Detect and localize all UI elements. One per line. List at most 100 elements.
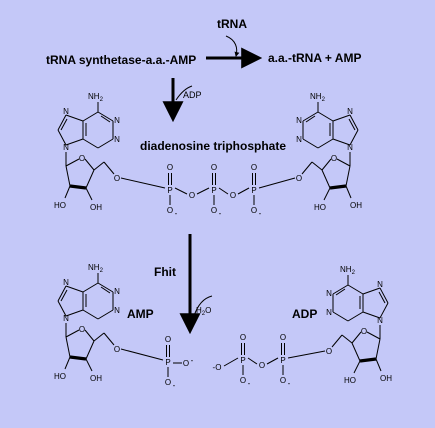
hydroxyl-label: HO <box>314 203 326 212</box>
bond <box>57 300 67 317</box>
bond <box>335 288 346 296</box>
ring-nitrogen-label: N <box>377 280 383 289</box>
amino-group-label: NH2 <box>88 263 104 274</box>
fhit-label: Fhit <box>154 265 176 279</box>
ring-nitrogen-label: N <box>63 314 69 323</box>
hydroxyl-label: OH <box>90 203 102 212</box>
bond <box>341 334 353 344</box>
ring-nitrogen-label: N <box>377 316 383 325</box>
phosphate-oxide-label: O <box>167 206 173 215</box>
bond <box>84 329 95 342</box>
adp-curved-arrow <box>175 85 193 101</box>
amp-phosphate: POO-O- <box>120 335 194 390</box>
bond <box>302 138 319 149</box>
bond <box>329 184 347 190</box>
bond <box>93 332 105 342</box>
ring-nitrogen-label: N <box>114 135 120 144</box>
bond <box>97 309 114 320</box>
bond <box>103 161 115 175</box>
bond <box>65 114 84 122</box>
phosphate-oxide-label: O <box>251 206 257 215</box>
charge-label: - <box>259 209 262 218</box>
bond <box>349 129 359 146</box>
bond <box>331 334 343 348</box>
bridge-oxygen-label: O <box>230 191 236 200</box>
ester-oxygen-label: O <box>296 174 302 183</box>
bond <box>332 311 349 322</box>
amino-group-label: NH2 <box>310 92 326 103</box>
bond <box>69 355 87 361</box>
terminal-oxide-label: -O <box>213 363 222 372</box>
bond <box>237 187 250 195</box>
charge-label: - <box>288 379 291 388</box>
bond <box>64 356 71 370</box>
bond <box>323 187 331 201</box>
bond <box>97 282 114 293</box>
bond <box>332 138 351 146</box>
product-label: a.a.-tRNA + AMP <box>268 51 361 65</box>
bond <box>82 111 99 122</box>
bond <box>218 187 229 195</box>
ring-nitrogen-label: N <box>63 278 69 287</box>
bond <box>348 118 356 131</box>
bond <box>82 282 99 293</box>
charge-label: - <box>191 356 194 365</box>
bond <box>336 158 351 167</box>
bond <box>258 177 296 189</box>
bond <box>317 138 334 149</box>
ring-nitrogen-label: N <box>296 135 302 144</box>
bond <box>223 357 239 367</box>
bond <box>120 348 164 361</box>
phosphate-oxide-label: O <box>280 376 286 385</box>
bond <box>196 187 210 195</box>
bond <box>347 284 364 295</box>
bond <box>266 357 279 365</box>
bond <box>332 284 349 295</box>
amino-group-label: NH2 <box>340 265 356 276</box>
hydroxyl-label: OH <box>350 201 362 210</box>
ester-oxygen-label: O <box>114 174 120 183</box>
bond <box>362 287 381 295</box>
bond <box>82 138 99 149</box>
bond <box>375 358 382 372</box>
ring-nitrogen-label: N <box>326 308 332 317</box>
bond <box>301 161 313 175</box>
phosphorus-label: P <box>280 356 285 365</box>
ring-nitrogen-label: N <box>63 107 69 116</box>
bond <box>65 285 84 293</box>
synthetase-label: tRNA synthetase-a.a.-AMP <box>46 53 196 67</box>
charge-label: - <box>175 209 178 218</box>
bond <box>349 114 359 131</box>
phosphate-oxide-label: O <box>211 206 217 215</box>
bond <box>120 177 166 189</box>
trna-label: tRNA <box>217 17 247 31</box>
ring-oxygen-label: O <box>79 154 85 163</box>
amp-label: AMP <box>127 307 154 321</box>
bond <box>60 118 68 131</box>
bond <box>60 289 68 302</box>
charge-label: - <box>173 381 176 390</box>
ring-nitrogen-label: N <box>347 107 353 116</box>
bond <box>93 161 105 171</box>
bond <box>65 309 84 317</box>
phosphorus-label: P <box>240 356 245 365</box>
bond <box>317 111 334 122</box>
water-curved-arrow <box>193 295 213 317</box>
hydroxyl-label: HO <box>54 372 66 381</box>
bridge-oxygen-label: O <box>189 191 195 200</box>
ring-nitrogen-label: N <box>114 287 120 296</box>
phosphate-oxide-label: O <box>240 376 246 385</box>
bond <box>345 185 352 199</box>
bond <box>85 187 93 201</box>
bond <box>65 158 80 167</box>
phosphate-oxygen-label: O <box>280 333 286 342</box>
bond <box>103 332 115 346</box>
ring-oxygen-label: O <box>361 327 367 336</box>
ring-nitrogen-label: N <box>114 116 120 125</box>
bond <box>366 331 381 340</box>
